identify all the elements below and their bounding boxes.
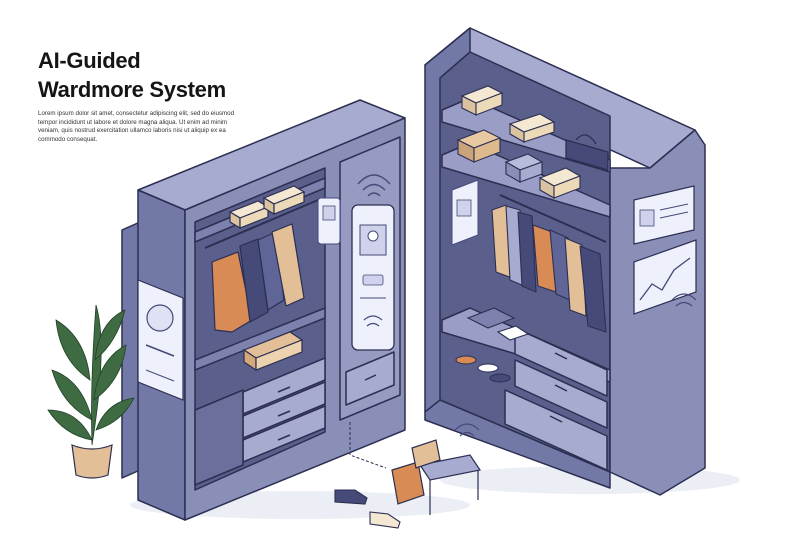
connection-line bbox=[349, 422, 387, 469]
right-hanging-clothes bbox=[491, 204, 607, 333]
plant-icon bbox=[47, 304, 135, 479]
left-top-boxes bbox=[228, 185, 306, 230]
floor-shoes bbox=[334, 489, 401, 529]
floor-bag-icon bbox=[391, 461, 425, 505]
user-profile-icon bbox=[146, 304, 174, 332]
navy-jacket bbox=[239, 238, 269, 323]
floating-panel-left bbox=[317, 197, 341, 245]
side-wifi-icon bbox=[671, 293, 697, 307]
tan-coat bbox=[271, 223, 305, 307]
right-folded-clothes bbox=[466, 307, 530, 341]
left-hanging-clothes bbox=[211, 223, 305, 333]
wifi-signal-icon bbox=[357, 174, 391, 197]
screen-wifi-icon bbox=[363, 315, 383, 327]
description-text: Lorem ipsum dolor sit amet, consectetur … bbox=[38, 110, 235, 143]
smart-mirror-screen bbox=[351, 204, 395, 351]
title-line-2: Wardmore System bbox=[38, 77, 226, 102]
left-folded-clothes bbox=[242, 331, 304, 372]
shoe-icon bbox=[455, 355, 511, 383]
title-line-1: AI-Guided bbox=[38, 48, 141, 73]
user-card-icon bbox=[639, 209, 655, 227]
orange-coat bbox=[211, 251, 253, 333]
chart-icon bbox=[633, 239, 697, 315]
page-title: AI-Guided Wardmore System bbox=[38, 46, 226, 104]
floor-bench bbox=[391, 439, 481, 515]
handbag-icon bbox=[565, 134, 609, 171]
right-shelf-boxes bbox=[456, 85, 582, 199]
left-side-panel bbox=[137, 279, 184, 401]
floor-wifi-icon bbox=[454, 423, 480, 437]
right-side-panels bbox=[451, 179, 697, 315]
